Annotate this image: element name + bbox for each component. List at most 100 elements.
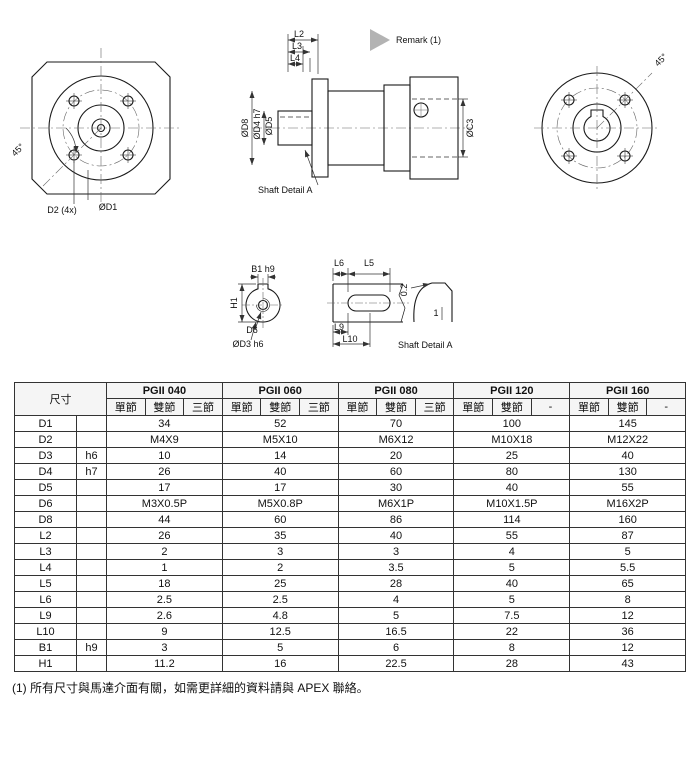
- dim-label: D2: [14, 431, 77, 448]
- tolerance-label: [76, 623, 107, 640]
- dim-label: D8: [14, 511, 77, 528]
- key-b1-label: B1 h9: [251, 264, 275, 274]
- side-l2-label: L2: [294, 29, 304, 39]
- dim-value: 70: [337, 415, 455, 432]
- dim-value: 16: [221, 655, 339, 672]
- side-l4-label: L4: [290, 53, 300, 63]
- dim-value: M6X12: [337, 431, 455, 448]
- stage-header: 單節: [453, 398, 494, 416]
- dim-value: 40: [453, 575, 571, 592]
- dim-value: 86: [337, 511, 455, 528]
- dim-value: 2.5: [106, 591, 223, 608]
- tolerance-label: [76, 559, 107, 576]
- slot-l5-label: L5: [364, 258, 374, 268]
- dim-value: M5X10: [221, 431, 339, 448]
- dim-label: D6: [14, 495, 77, 512]
- front-d2-label: D2 (4x): [47, 205, 77, 215]
- dim-value: 8: [569, 591, 687, 608]
- detail-depth-label: 1: [433, 308, 438, 318]
- dim-value: 12.5: [221, 623, 339, 640]
- dim-value: 25: [453, 447, 571, 464]
- dim-value: 36: [569, 623, 687, 640]
- dim-value: M10X1.5P: [453, 495, 571, 512]
- dim-value: 40: [453, 479, 571, 496]
- model-header: PGII 120: [453, 382, 571, 399]
- dim-value: 18: [106, 575, 223, 592]
- dim-value: 26: [106, 463, 223, 480]
- stage-header: 雙節: [144, 398, 185, 416]
- dim-value: 8: [453, 639, 571, 656]
- model-header: PGII 160: [569, 382, 687, 399]
- side-view-drawing: L2 L3 L4 ØD8 ØD4 h7 ØD5 ØC3 Remark (1) S…: [240, 29, 475, 195]
- dim-value: 17: [221, 479, 339, 496]
- side-d5-label: ØD5: [264, 117, 274, 136]
- dim-label: L4: [14, 559, 77, 576]
- side-remark-label: Remark (1): [396, 35, 441, 45]
- shaft-detail-a-drawing: 0.2 1 Shaft Detail A: [398, 282, 453, 350]
- stage-header: 三節: [299, 398, 339, 416]
- stage-header: 雙節: [492, 398, 532, 416]
- dim-value: 130: [569, 463, 687, 480]
- dim-value: 40: [221, 463, 339, 480]
- dim-value: 16.5: [337, 623, 455, 640]
- shaft-slot-drawing: L6 L5 L9 L10: [327, 258, 410, 347]
- dim-value: M12X22: [569, 431, 687, 448]
- side-l3-label: L3: [292, 41, 302, 51]
- side-shaft-detail-label: Shaft Detail A: [258, 185, 313, 195]
- dim-label: L3: [14, 543, 77, 560]
- dim-value: 60: [337, 463, 455, 480]
- dim-value: 10: [106, 447, 223, 464]
- side-d8-label: ØD8: [240, 119, 250, 138]
- dim-value: 12: [569, 639, 687, 656]
- slot-l10-label: L10: [342, 334, 357, 344]
- dim-value: 100: [453, 415, 571, 432]
- dim-value: 9: [106, 623, 223, 640]
- dim-value: 28: [453, 655, 571, 672]
- tolerance-label: [76, 479, 107, 496]
- dim-value: 40: [337, 527, 455, 544]
- dim-value: 17: [106, 479, 223, 496]
- detail-chamfer-label: 0.2: [399, 284, 409, 297]
- tolerance-label: [76, 607, 107, 624]
- dim-value: 5: [453, 591, 571, 608]
- dim-value: 26: [106, 527, 223, 544]
- dim-value: 2.5: [221, 591, 339, 608]
- rear-angle-label: 45°: [653, 51, 670, 68]
- dim-value: 65: [569, 575, 687, 592]
- tolerance-label: [76, 511, 107, 528]
- dim-value: 5: [453, 559, 571, 576]
- slot-l9-label: L9: [334, 322, 344, 332]
- dim-value: 1: [106, 559, 223, 576]
- dim-value: M16X2P: [569, 495, 687, 512]
- dim-value: 4: [453, 543, 571, 560]
- front-view-drawing: 45° D2 (4x) ØD1: [10, 48, 182, 215]
- stage-header: -: [646, 398, 687, 416]
- stage-header: 單節: [106, 398, 146, 416]
- dim-value: 3: [106, 639, 223, 656]
- stage-header: 單節: [337, 398, 378, 416]
- model-header: PGII 080: [337, 382, 455, 399]
- dim-value: M4X9: [106, 431, 223, 448]
- stage-header: 雙節: [607, 398, 648, 416]
- dim-label: D5: [14, 479, 77, 496]
- dim-value: 80: [453, 463, 571, 480]
- stage-header: 三節: [414, 398, 455, 416]
- key-section-drawing: B1 h9 H1 D6 ØD3 h6: [229, 264, 284, 349]
- side-d4-label: ØD4 h7: [252, 108, 262, 139]
- dim-value: 2: [221, 559, 339, 576]
- side-c3-label: ØC3: [465, 119, 475, 138]
- stage-header: 雙節: [260, 398, 300, 416]
- dim-value: 12: [569, 607, 687, 624]
- key-d3-label: ØD3 h6: [232, 339, 263, 349]
